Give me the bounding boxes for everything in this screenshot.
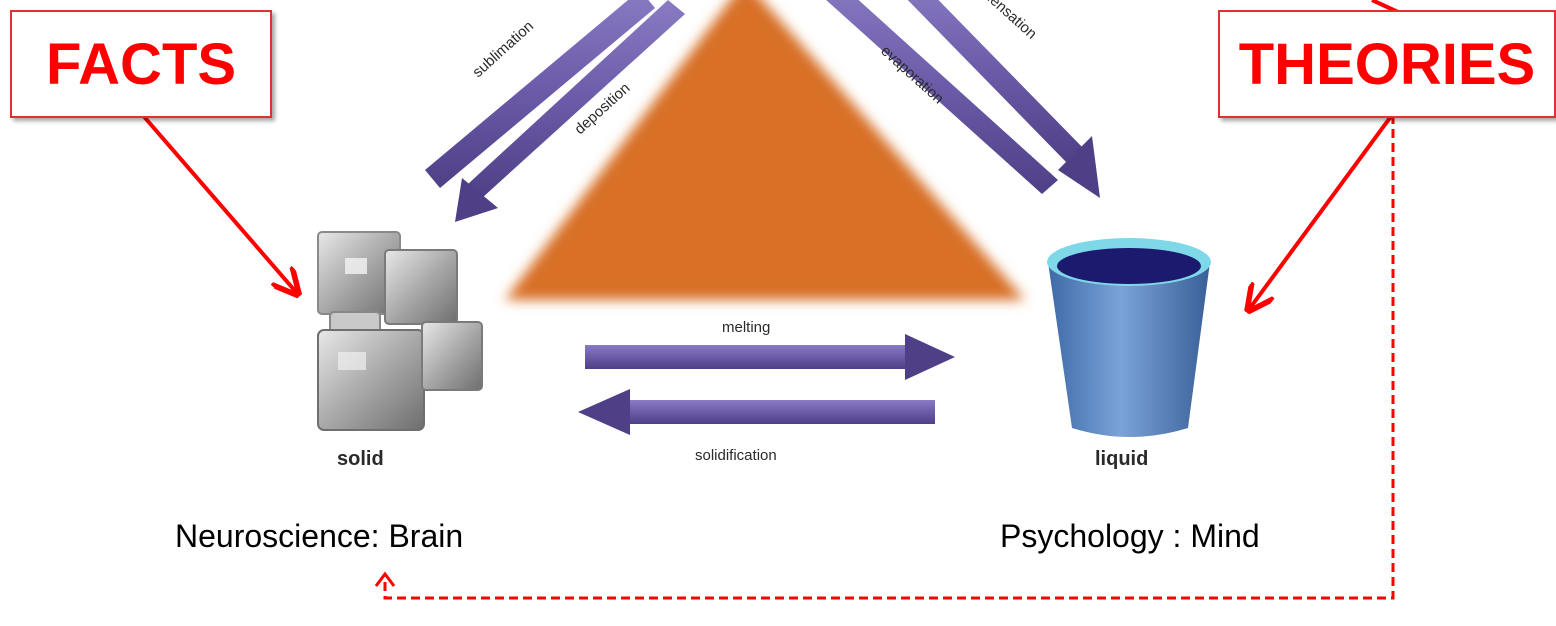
sublimation-arrow — [425, 0, 655, 188]
dashed-arrow-head — [374, 571, 396, 587]
condensation-arrow — [907, 0, 1100, 198]
sublimation-label: sublimation — [469, 18, 537, 81]
neuroscience-caption: Neuroscience: Brain — [175, 518, 464, 554]
evaporation-arrow — [826, 0, 1058, 194]
liquid-cup-image — [1047, 238, 1211, 437]
melting-label: melting — [722, 319, 770, 336]
solid-label: solid — [337, 448, 384, 470]
deposition-arrow — [455, 0, 685, 222]
dashed-feedback-arrow — [383, 115, 1395, 600]
theories-arrow — [1250, 113, 1394, 308]
melting-arrow — [585, 334, 955, 380]
liquid-label: liquid — [1095, 448, 1148, 470]
solidification-label: solidification — [695, 447, 777, 464]
theories-callout: THEORIES — [1218, 10, 1556, 118]
facts-callout: FACTS — [10, 10, 272, 118]
facts-arrow — [138, 110, 296, 292]
facts-text: FACTS — [45, 31, 237, 97]
psychology-caption: Psychology : Mind — [1000, 518, 1260, 554]
ice-cubes-image — [317, 231, 483, 431]
solidification-arrow — [578, 389, 935, 435]
theories-text: THEORIES — [1238, 31, 1536, 97]
condensation-label: condensation — [962, 0, 1040, 43]
gas-triangle — [505, 0, 1025, 300]
